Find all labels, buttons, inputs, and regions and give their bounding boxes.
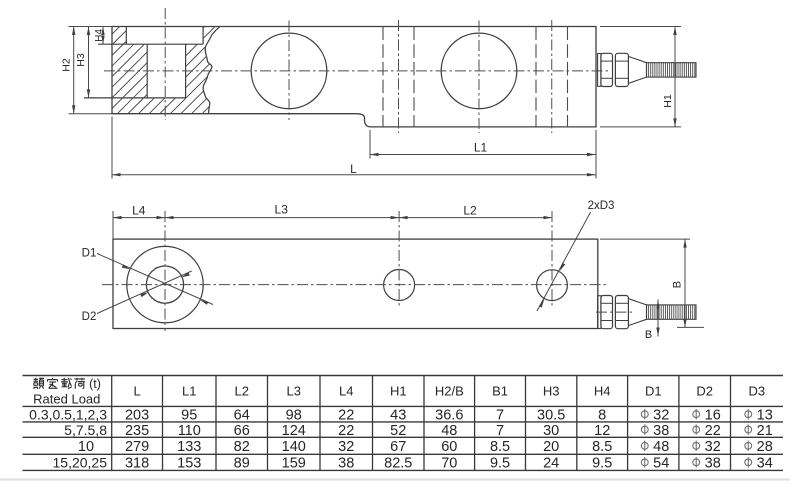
svg-text:279: 279 <box>125 439 149 455</box>
svg-text:L4: L4 <box>339 383 353 398</box>
svg-text:60: 60 <box>441 439 457 455</box>
svg-text:H1: H1 <box>390 383 407 398</box>
svg-text:10: 10 <box>78 439 94 455</box>
svg-text:21: 21 <box>757 423 773 439</box>
svg-text:52: 52 <box>390 423 406 439</box>
svg-text:20: 20 <box>543 439 559 455</box>
svg-text:64: 64 <box>234 407 250 423</box>
svg-text:B: B <box>672 281 684 288</box>
svg-text:203: 203 <box>125 407 149 423</box>
svg-text:153: 153 <box>177 456 201 472</box>
svg-text:133: 133 <box>177 439 201 455</box>
svg-text:32: 32 <box>653 407 669 423</box>
svg-text:38: 38 <box>653 423 669 439</box>
svg-text:(t): (t) <box>89 377 101 391</box>
svg-text:7: 7 <box>496 407 504 423</box>
svg-text:0.3,0.5,1,2,3: 0.3,0.5,1,2,3 <box>29 406 107 422</box>
svg-text:D1: D1 <box>82 248 97 260</box>
svg-text:H2: H2 <box>61 58 73 72</box>
svg-text:L3: L3 <box>287 383 301 398</box>
svg-text:L1: L1 <box>474 141 488 155</box>
svg-text:7: 7 <box>496 423 504 439</box>
svg-text:38: 38 <box>705 456 721 472</box>
svg-text:34: 34 <box>757 456 773 472</box>
svg-text:L2: L2 <box>235 383 249 398</box>
svg-text:124: 124 <box>282 423 306 439</box>
svg-text:8: 8 <box>598 407 606 423</box>
svg-text:H2/B: H2/B <box>435 383 464 398</box>
svg-text:8.5: 8.5 <box>592 439 612 455</box>
svg-text:15,20,25: 15,20,25 <box>53 455 108 471</box>
svg-text:24: 24 <box>543 456 559 472</box>
svg-text:66: 66 <box>234 423 250 439</box>
svg-text:Rated Load: Rated Load <box>33 392 100 407</box>
svg-text:28: 28 <box>757 439 773 455</box>
svg-text:89: 89 <box>234 456 250 472</box>
svg-text:L1: L1 <box>182 383 196 398</box>
svg-text:L2: L2 <box>463 203 477 217</box>
svg-text:D3: D3 <box>748 383 765 398</box>
svg-text:D1: D1 <box>645 383 662 398</box>
svg-text:L4: L4 <box>132 203 146 217</box>
svg-text:D2: D2 <box>82 311 97 323</box>
svg-text:9.5: 9.5 <box>592 456 612 472</box>
svg-text:9.5: 9.5 <box>490 456 510 472</box>
svg-text:98: 98 <box>286 407 302 423</box>
svg-text:48: 48 <box>653 439 669 455</box>
svg-text:70: 70 <box>441 456 457 472</box>
svg-text:32: 32 <box>338 439 354 455</box>
svg-text:110: 110 <box>178 423 201 439</box>
svg-text:5,7.5,8: 5,7.5,8 <box>64 422 107 438</box>
svg-text:B1: B1 <box>492 383 508 398</box>
svg-text:82.5: 82.5 <box>384 456 412 472</box>
svg-text:13: 13 <box>757 407 773 423</box>
svg-text:H1: H1 <box>662 94 674 108</box>
svg-text:16: 16 <box>705 407 721 423</box>
svg-text:82: 82 <box>234 439 250 455</box>
svg-text:159: 159 <box>282 456 306 472</box>
svg-text:48: 48 <box>441 423 457 439</box>
svg-text:H3: H3 <box>543 383 560 398</box>
svg-text:L: L <box>133 383 140 398</box>
svg-text:2xD3: 2xD3 <box>588 200 615 212</box>
svg-text:H4: H4 <box>594 383 611 398</box>
svg-text:38: 38 <box>338 456 354 472</box>
svg-text:B: B <box>645 329 652 341</box>
svg-text:54: 54 <box>653 456 669 472</box>
svg-text:30: 30 <box>543 423 559 439</box>
svg-text:140: 140 <box>282 439 306 455</box>
svg-text:43: 43 <box>390 407 406 423</box>
svg-text:22: 22 <box>705 423 721 439</box>
svg-text:D2: D2 <box>696 383 713 398</box>
svg-text:12: 12 <box>594 423 610 439</box>
svg-text:8.5: 8.5 <box>490 439 510 455</box>
svg-text:22: 22 <box>338 423 354 439</box>
svg-text:30.5: 30.5 <box>537 407 565 423</box>
svg-text:318: 318 <box>125 456 149 472</box>
svg-text:36.6: 36.6 <box>435 407 463 423</box>
svg-text:L: L <box>350 162 357 176</box>
svg-text:L3: L3 <box>275 203 289 217</box>
svg-text:95: 95 <box>181 407 197 423</box>
svg-text:235: 235 <box>125 423 149 439</box>
svg-text:32: 32 <box>705 439 721 455</box>
svg-text:67: 67 <box>390 439 406 455</box>
svg-text:22: 22 <box>338 407 354 423</box>
svg-text:H3: H3 <box>75 53 87 67</box>
svg-text:H4: H4 <box>94 29 105 42</box>
